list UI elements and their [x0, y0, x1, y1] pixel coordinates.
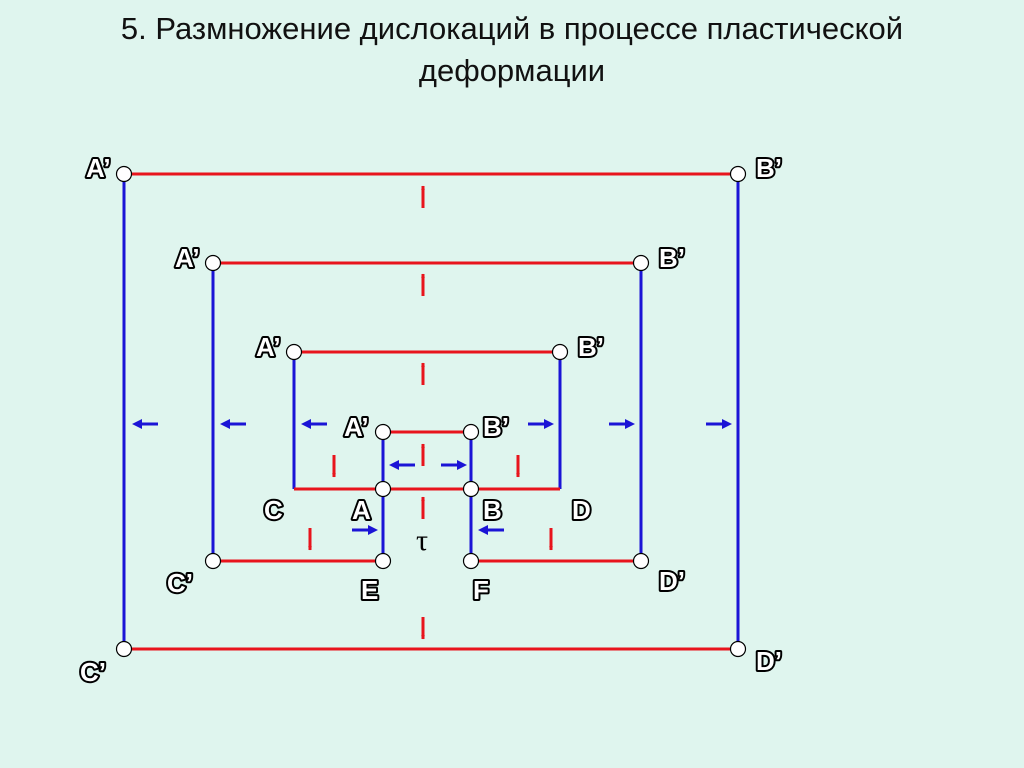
title-line-1: 5. Размножение дислокаций в процессе пла…: [120, 11, 904, 46]
node-c1: [115, 640, 133, 658]
node-b3: [551, 343, 569, 361]
node-f: [462, 552, 480, 570]
node-a2: [204, 254, 222, 272]
label-d1: D’: [756, 646, 782, 676]
label-d2: D’: [659, 566, 685, 596]
label-c1: C’: [80, 657, 106, 687]
arrow-right-5: [352, 525, 378, 535]
node-b2: [632, 254, 650, 272]
label-c: C: [264, 495, 283, 525]
node-a3: [285, 343, 303, 361]
arrow-right-2: [609, 419, 635, 429]
slide-title: 5. Размножение дислокаций в процессе пла…: [0, 8, 1024, 92]
node-d1: [729, 640, 747, 658]
label-b1: B’: [756, 153, 782, 183]
label-b3: B’: [578, 332, 604, 362]
arrow-right-4: [441, 460, 467, 470]
arrow-left-1: [132, 419, 158, 429]
title-line-2: деформации: [418, 53, 606, 88]
label-a2: A’: [175, 243, 200, 273]
label-c2: C’: [167, 568, 193, 598]
node-b4: [462, 423, 480, 441]
arrow-left-5: [478, 525, 504, 535]
label-b4: B’: [483, 412, 509, 442]
arrow-left-2: [220, 419, 246, 429]
node-d2: [632, 552, 650, 570]
node-b1: [729, 165, 747, 183]
label-a1: A’: [86, 153, 111, 183]
label-a4: A’: [344, 412, 369, 442]
label-f: F: [473, 575, 489, 605]
label-e: E: [361, 575, 378, 605]
node-a: [374, 480, 392, 498]
label-d: D: [572, 495, 591, 525]
label-b2: B’: [659, 243, 685, 273]
label-b: B: [483, 495, 502, 525]
arrow-left-3: [301, 419, 327, 429]
arrow-right-3: [706, 419, 732, 429]
label-tau: τ: [416, 524, 428, 557]
node-b: [462, 480, 480, 498]
node-e: [374, 552, 392, 570]
node-c2: [204, 552, 222, 570]
node-a1: [115, 165, 133, 183]
arrow-right-1: [528, 419, 554, 429]
arrow-left-4: [389, 460, 415, 470]
label-a: A: [352, 495, 371, 525]
node-a4: [374, 423, 392, 441]
label-a3: A’: [256, 332, 281, 362]
